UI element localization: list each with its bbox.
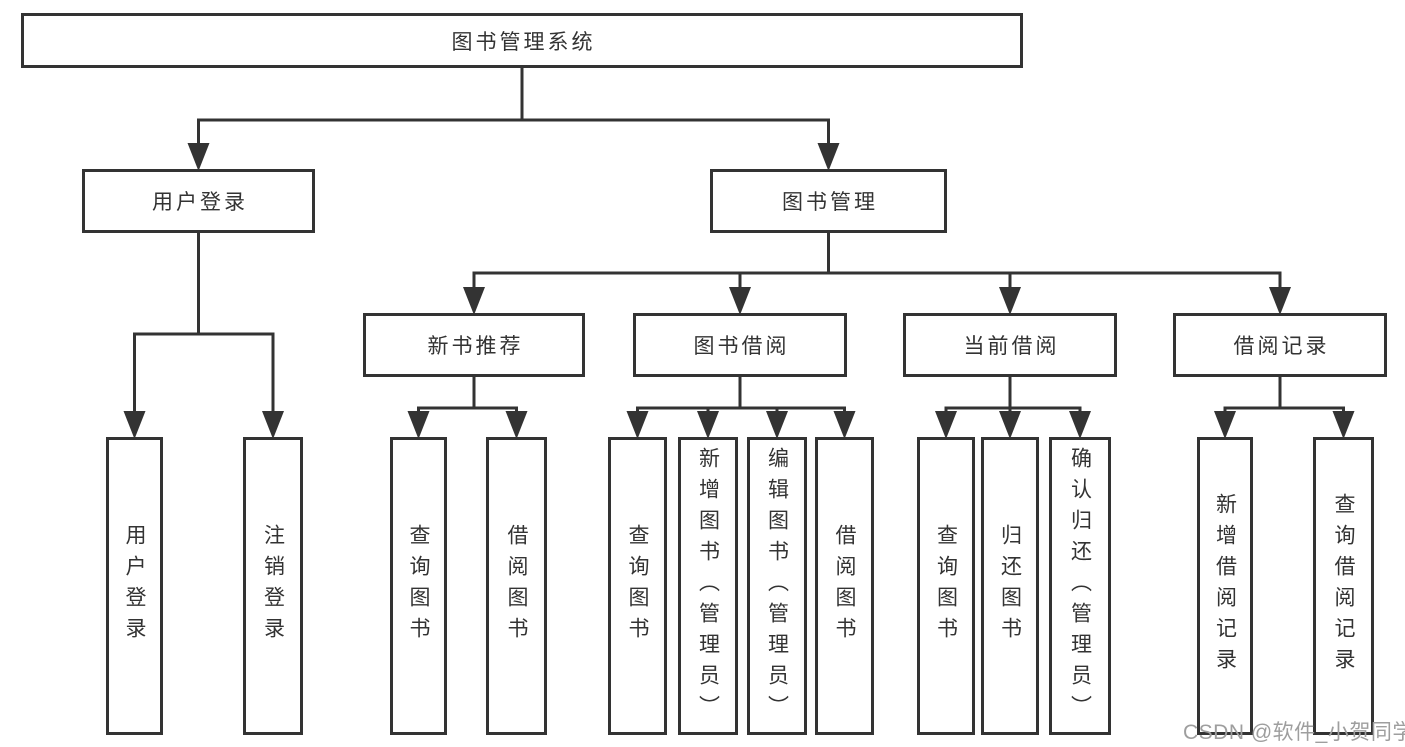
arrowhead-icon [1269,287,1291,315]
node-new-book-recommendation: 新书推荐 [363,313,585,377]
node-label-br-add-borrow-record: 新增借阅记录 [1213,493,1237,679]
arrowhead-icon [262,411,284,439]
node-bb-borrow-books: 借阅图书 [815,437,874,735]
node-bb-add-books-admin: 新增图书（管理员） [678,437,738,735]
node-label-br-query-borrow-record: 查询借阅记录 [1332,493,1355,679]
node-label-user-login: 用户登录 [152,191,248,214]
node-label-nbr-query-books: 查询图书 [407,524,430,648]
node-bb-query-books: 查询图书 [608,437,667,735]
arrowhead-icon [407,411,430,439]
arrowhead-icon [833,411,856,439]
node-nbr-query-books: 查询图书 [390,437,447,735]
node-library-management-system: 图书管理系统 [21,13,1023,68]
node-br-query-borrow-record: 查询借阅记录 [1313,437,1374,735]
arrowhead-icon [729,287,751,315]
node-bb-edit-books-admin: 编辑图书（管理员） [747,437,807,735]
arrowhead-icon [1069,411,1091,439]
node-label-cb-return-books: 归还图书 [998,524,1022,648]
node-label-nbr-borrow-books: 借阅图书 [505,524,528,648]
arrowhead-icon [999,411,1021,439]
node-label-cb-confirm-return-admin: 确认归还（管理员） [1068,446,1092,726]
node-label-bb-query-books: 查询图书 [626,524,649,648]
watermark: CSDN @软件_小贺同学 [1183,721,1405,744]
arrowhead-icon [505,411,528,439]
node-br-add-borrow-record: 新增借阅记录 [1197,437,1253,735]
arrowhead-icon [626,411,649,439]
arrowhead-icon [1214,411,1236,439]
node-book-management: 图书管理 [710,169,947,233]
arrowhead-icon [187,143,210,171]
arrowhead-icon [817,143,840,171]
node-label-book-borrowing: 图书借阅 [693,335,790,358]
node-label-library-management-system: 图书管理系统 [451,30,596,54]
node-login-item: 用户登录 [106,437,163,735]
node-cb-return-books: 归还图书 [981,437,1039,735]
node-user-login: 用户登录 [82,169,315,233]
node-label-cb-query-books: 查询图书 [934,524,958,648]
arrowhead-icon [123,411,146,439]
node-logout-item: 注销登录 [243,437,303,735]
node-label-login-item: 用户登录 [123,524,146,648]
node-label-logout-item: 注销登录 [261,524,285,648]
arrowhead-icon [1332,411,1355,439]
arrowhead-icon [999,287,1021,315]
node-book-borrowing: 图书借阅 [633,313,847,377]
node-borrowing-records: 借阅记录 [1173,313,1387,377]
arrowhead-icon [697,411,719,439]
arrowhead-icon [463,287,485,315]
node-cb-query-books: 查询图书 [917,437,975,735]
node-label-bb-add-books-admin: 新增图书（管理员） [696,446,720,726]
node-nbr-borrow-books: 借阅图书 [486,437,547,735]
arrowhead-icon [935,411,957,439]
arrowhead-icon [766,411,788,439]
node-label-bb-borrow-books: 借阅图书 [833,524,856,648]
node-current-borrowing: 当前借阅 [903,313,1117,377]
node-label-borrowing-records: 借阅记录 [1233,335,1330,358]
node-cb-confirm-return-admin: 确认归还（管理员） [1049,437,1111,735]
node-label-bb-edit-books-admin: 编辑图书（管理员） [765,446,789,726]
node-label-current-borrowing: 当前借阅 [963,335,1060,358]
node-label-book-management: 图书管理 [782,191,878,214]
node-label-new-book-recommendation: 新书推荐 [427,335,524,358]
